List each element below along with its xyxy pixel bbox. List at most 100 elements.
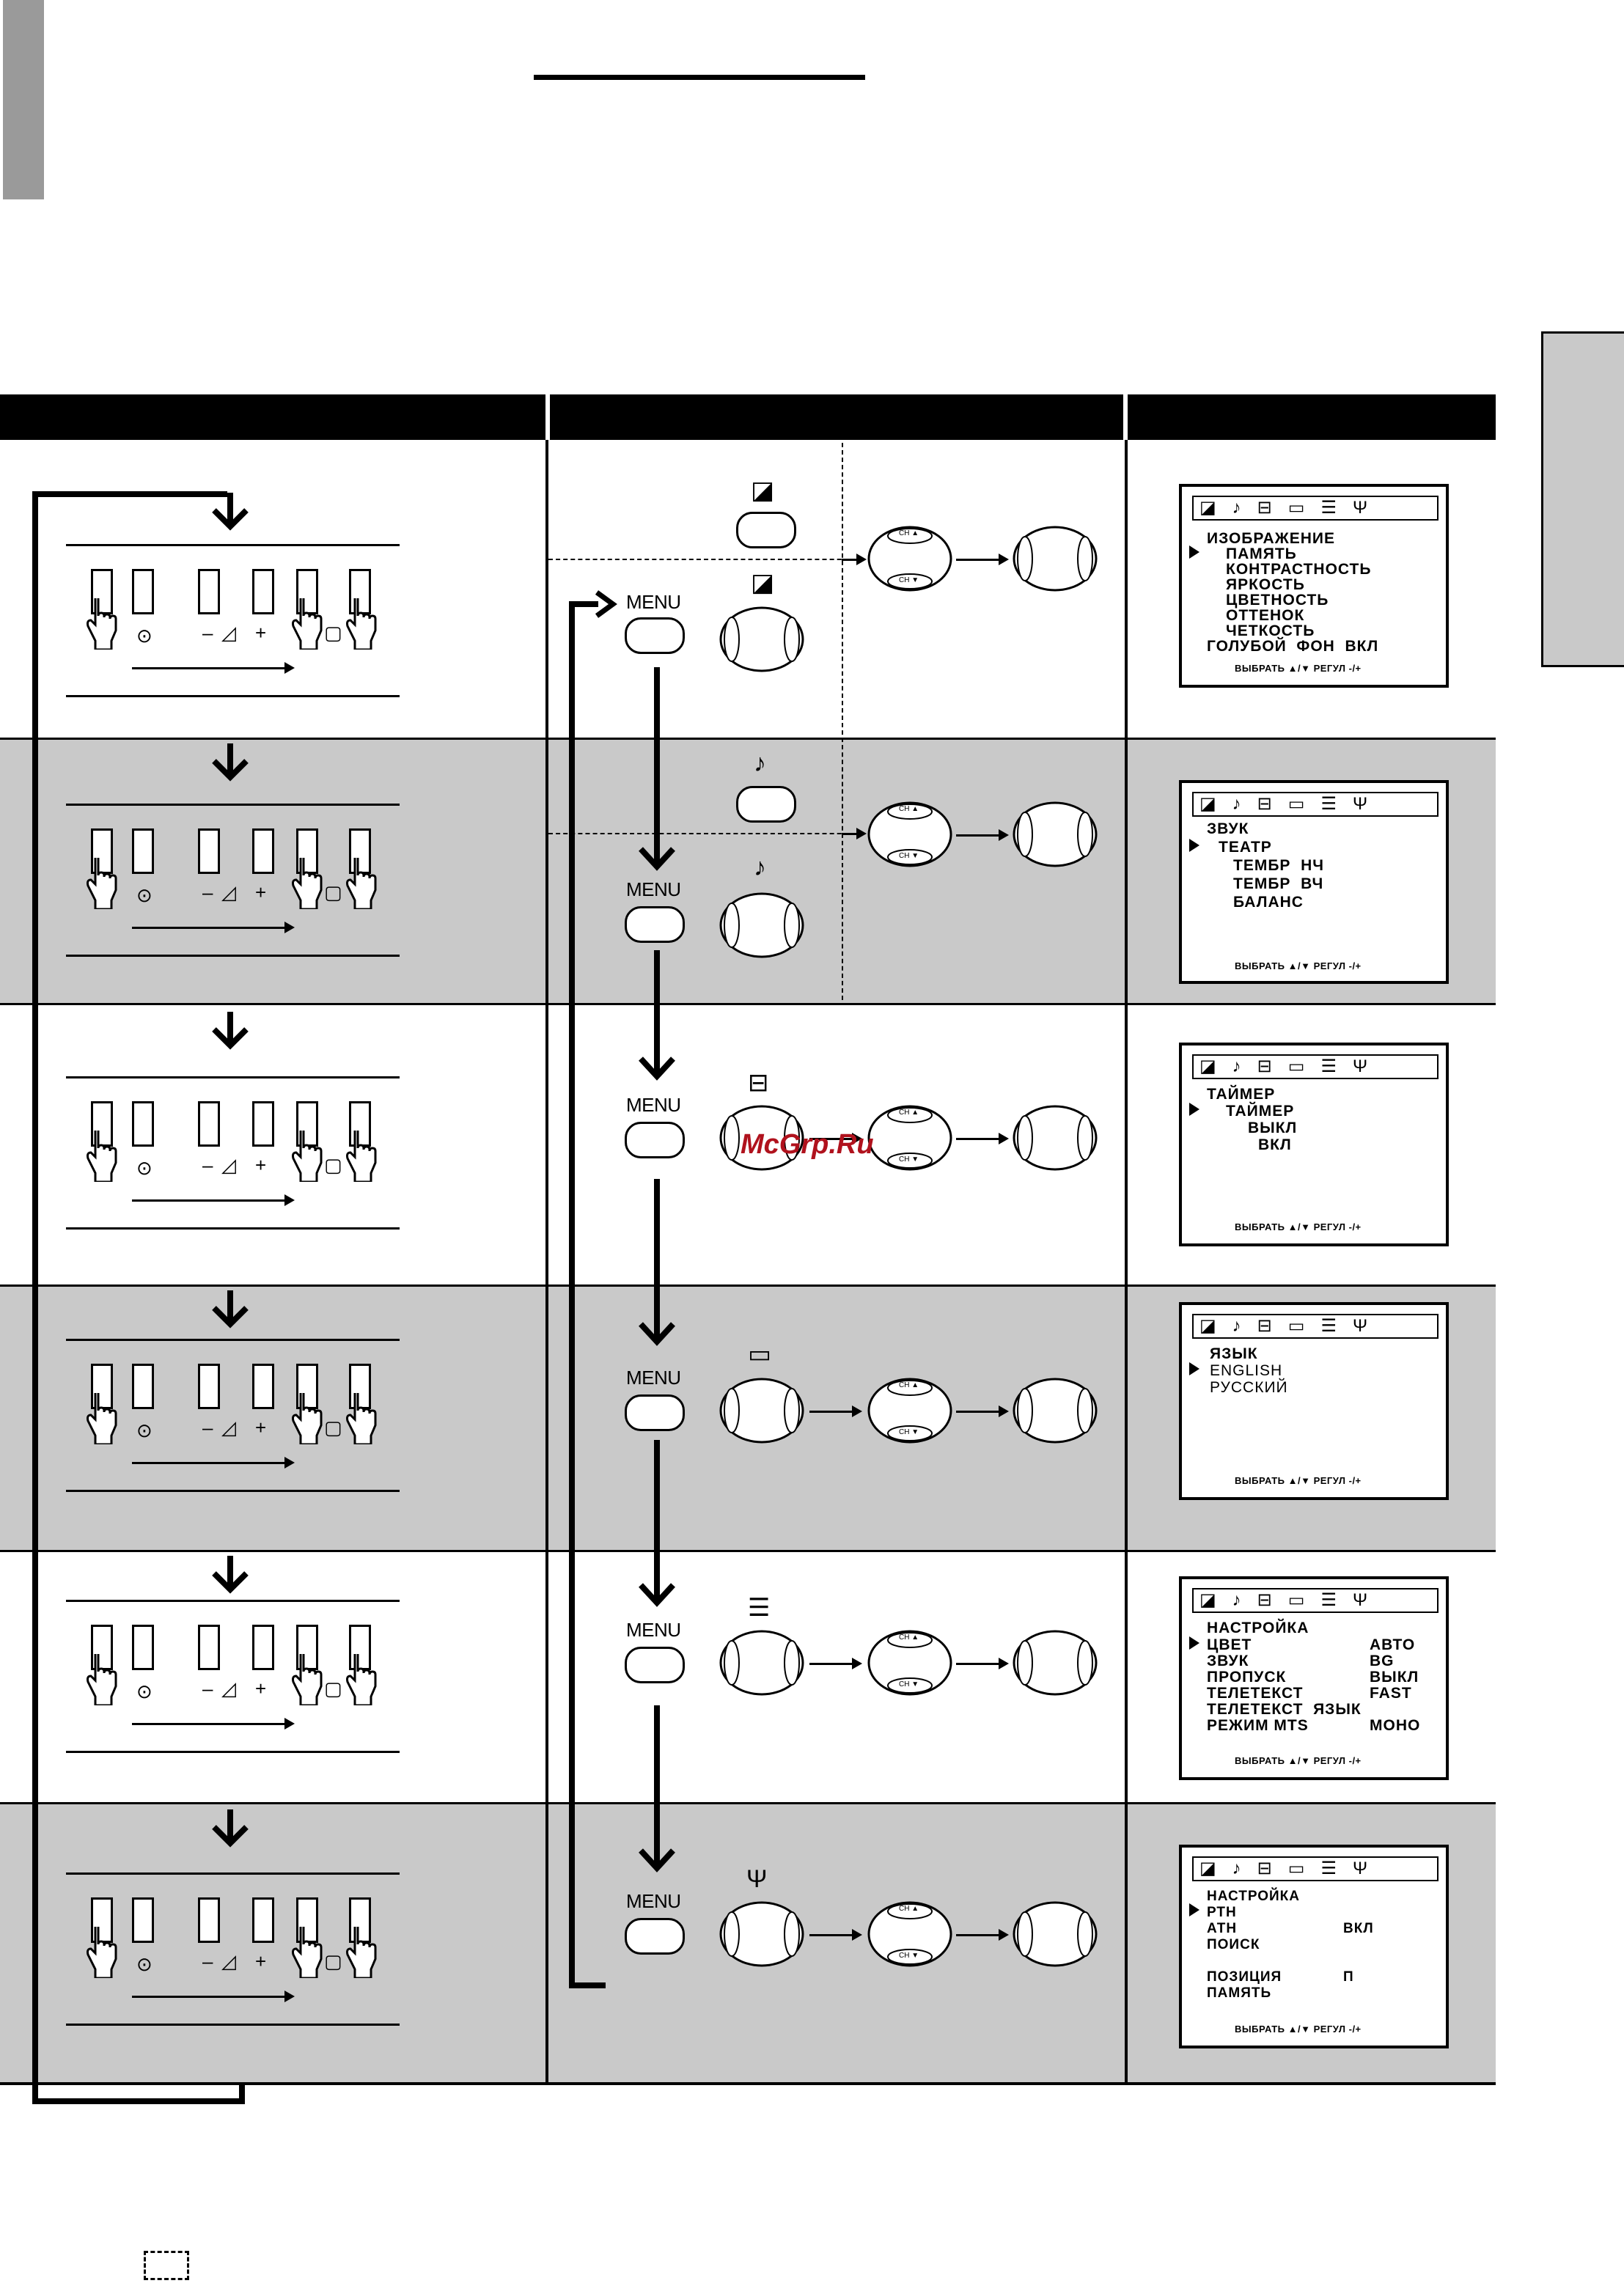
side-tab-left [3,0,44,199]
vol-control[interactable] [1012,1377,1098,1444]
panel-key-3[interactable] [198,569,220,614]
ch-control[interactable] [867,1104,953,1172]
ch-control[interactable] [867,1900,953,1968]
panel-key-2[interactable] [132,1897,154,1943]
osd-pointer [1189,1103,1199,1116]
osd-icon-bar: ◪♪⊟▭☰Ψ [1192,1054,1439,1079]
panel-key-3[interactable] [198,1625,220,1670]
panel-key-6[interactable] [349,1101,371,1147]
panel-key-3[interactable] [198,828,220,874]
volume-plus-label: + [255,1154,267,1176]
volume-plus-label: + [255,881,267,903]
menu-button[interactable] [625,1394,685,1431]
panel-key-3[interactable] [198,1897,220,1943]
osd-screen-sound: ◪♪⊟▭☰Ψ ЗВУК ТЕАТР ТЕМБР НЧ ТЕМБР ВЧ БАЛА… [1179,780,1449,984]
volume-minus-label: – [202,1950,213,1972]
panel-key-6[interactable] [349,569,371,614]
hand-icon [292,858,323,909]
ch-control[interactable] [867,801,953,868]
osd-line: ОТТЕНОК [1226,607,1305,624]
osd-line: ТАЙМЕР [1226,1103,1295,1120]
panel-key-2[interactable] [132,1625,154,1670]
panel-key-2[interactable] [132,828,154,874]
menu-button[interactable] [625,1647,685,1683]
vol-control[interactable] [1012,1900,1098,1968]
osd-line: ИЗОБРАЖЕНИЕ [1207,530,1335,547]
vol-control[interactable] [1012,1629,1098,1697]
ch-control[interactable] [867,1629,953,1697]
square-icon: ▢ [324,1677,342,1699]
picture-icon: ◪ [751,569,775,597]
flow-arrow [842,828,867,839]
row-sep-2 [0,1003,1496,1005]
vol-control[interactable] [719,892,805,959]
osd-value: FAST [1370,1685,1412,1702]
dashed-h-1 [548,559,864,560]
flow-arrow [842,554,867,565]
osd-icon-bar: ◪♪⊟▭☰Ψ [1192,1314,1439,1339]
menu-button[interactable] [625,1918,685,1955]
osd-value: ВЫКЛ [1370,1669,1419,1686]
down-arrow-4 [212,1290,249,1328]
menu-button[interactable] [625,1122,685,1158]
osd-line: ПРОПУСК [1207,1669,1287,1686]
panel-key-4[interactable] [252,1101,274,1147]
vol-control[interactable] [719,606,805,673]
ch-control[interactable] [867,525,953,592]
osd-value: П [1343,1969,1354,1985]
ch-control[interactable] [867,1377,953,1444]
panel-key-3[interactable] [198,1364,220,1409]
hand-icon [87,1654,117,1705]
dashed-h-2 [548,833,864,834]
osd-footer: ВЫБРАТЬ ▲/▼ РЕГУЛ -/+ [1235,960,1362,971]
vol-control[interactable] [719,1104,805,1172]
panel-key-2[interactable] [132,1364,154,1409]
osd-footer: ВЫБРАТЬ ▲/▼ РЕГУЛ -/+ [1235,663,1362,674]
sound-button[interactable] [736,786,796,823]
osd-pointer [1189,545,1199,559]
panel-key-6[interactable] [349,1625,371,1670]
panel-key-2[interactable] [132,569,154,614]
control-panel-5: ⊙ – ◿ + ▢ [66,1600,400,1754]
hand-icon [346,1393,377,1444]
row-sep-4 [0,1550,1496,1552]
ch-down-label: CH ▼ [899,576,919,584]
panel-key-4[interactable] [252,1364,274,1409]
loop-line-top [32,491,227,497]
down-arrow-3 [212,1012,249,1050]
osd-line: ТАЙМЕР [1207,1086,1276,1103]
osd-line: РТН [1207,1905,1237,1920]
panel-key-4[interactable] [252,828,274,874]
panel-key-5[interactable] [296,1897,318,1943]
hand-icon [87,1927,117,1978]
ch-down-label: CH ▼ [899,1155,919,1164]
menu-button[interactable] [625,617,685,654]
vol-control[interactable] [719,1377,805,1444]
panel-arrow [132,1194,295,1206]
panel-key-6[interactable] [349,1897,371,1943]
volume-plus-label: + [255,1950,267,1972]
square-icon: ▢ [324,1950,342,1972]
ch-up-label: CH ▲ [899,1109,919,1117]
osd-line: ЯРКОСТЬ [1226,576,1305,593]
osd-line: КОНТРАСТНОСТЬ [1226,561,1372,578]
picture-button[interactable] [736,512,796,548]
panel-key-3[interactable] [198,1101,220,1147]
vol-control[interactable] [1012,525,1098,592]
vol-control[interactable] [1012,1104,1098,1172]
panel-key-4[interactable] [252,569,274,614]
panel-key-2[interactable] [132,1101,154,1147]
vol-control[interactable] [1012,801,1098,868]
square-icon: ▢ [324,1416,342,1438]
panel-key-5[interactable] [296,1364,318,1409]
ch-up-label: CH ▲ [899,805,919,813]
vol-control[interactable] [719,1629,805,1697]
vol-control[interactable] [719,1900,805,1968]
panel-key-4[interactable] [252,1625,274,1670]
panel-key-6[interactable] [349,1364,371,1409]
footnote-box [144,2251,189,2280]
panel-key-6[interactable] [349,828,371,874]
antenna-icon: Ψ [746,1865,768,1893]
panel-key-4[interactable] [252,1897,274,1943]
menu-button[interactable] [625,906,685,943]
